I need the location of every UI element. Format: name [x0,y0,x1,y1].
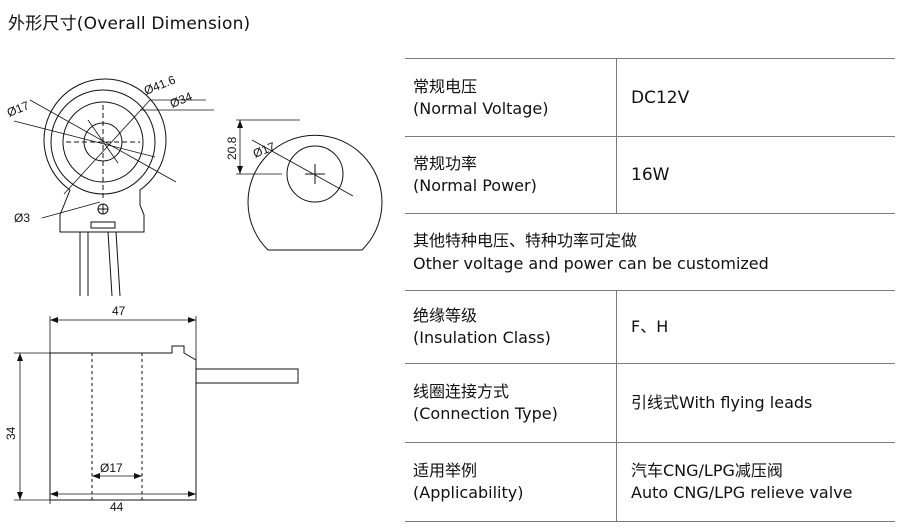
spec-label-cn: 常规电压 [413,76,478,96]
custom-note-en: Other voltage and power can be customize… [413,254,769,273]
insulation-class-value: F、H [631,317,669,336]
page-title: 外形尺寸(Overall Dimension) [8,14,251,34]
front-width-bottom-label: 44 [110,500,124,514]
spec-label-cn: 绝缘等级 [413,306,478,325]
front-height-label: 34 [4,426,18,440]
spec-row-insulation-class: 绝缘等级 (Insulation Class) F、H [405,290,895,363]
spec-value: 引线式With flying leads [617,364,895,442]
applicability-value-cn: 汽车CNG/LPG减压阀 [631,461,783,480]
spec-label: 常规功率 (Normal Power) [405,137,617,213]
spec-label-en: (Normal Power) [413,176,537,195]
side-height-label: 20.8 [225,136,239,160]
spec-label-en: (Connection Type) [413,404,558,423]
coil-front-view [14,316,299,504]
spec-table: 常规电压 (Normal Voltage) DC12V 常规功率 (Normal… [405,58,895,522]
spec-label-en: (Applicability) [413,483,524,502]
spec-row-custom-note: 其他特种电压、特种功率可定做 Other voltage and power c… [405,213,895,290]
top-screw-diameter-label: Ø3 [14,211,30,225]
spec-label-cn: 常规功率 [413,154,478,173]
spec-label-en: (Normal Voltage) [413,98,549,118]
normal-voltage-value: DC12V [631,87,690,108]
spec-label: 常规电压 (Normal Voltage) [405,59,617,136]
spec-label-cn: 线圈连接方式 [413,382,510,401]
front-hole-diameter-label: Ø17 [100,461,123,475]
top-hole-diameter-label: Ø17 [5,98,32,120]
spec-row-connection-type: 线圈连接方式 (Connection Type) 引线式With flying … [405,363,895,442]
coil-side-view [236,119,383,251]
spec-label: 线圈连接方式 (Connection Type) [405,364,617,442]
custom-note: 其他特种电压、特种功率可定做 Other voltage and power c… [405,214,769,290]
spec-label-en: (Insulation Class) [413,328,551,347]
applicability-value-en: Auto CNG/LPG relieve valve [631,483,853,502]
front-width-top-label: 47 [112,304,126,318]
spec-label-cn: 适用举例 [413,461,478,480]
spec-row-applicability: 适用举例 (Applicability) 汽车CNG/LPG减压阀 Auto C… [405,442,895,522]
side-hole-diameter-label: Ø17 [251,139,278,161]
spec-row-normal-power: 常规功率 (Normal Power) 16W [405,136,895,213]
custom-note-cn: 其他特种电压、特种功率可定做 [413,231,638,250]
spec-label: 适用举例 (Applicability) [405,443,617,521]
spec-label: 绝缘等级 (Insulation Class) [405,291,617,363]
top-ring-diameter-label: Ø41.6 [142,72,178,97]
connection-type-value: 引线式With flying leads [631,393,813,412]
normal-power-value: 16W [631,165,670,185]
spec-value: 16W [617,137,895,213]
spec-value: F、H [617,291,895,363]
spec-value: 汽车CNG/LPG减压阀 Auto CNG/LPG relieve valve [617,443,895,521]
dimension-drawing: Ø17 Ø41.6 Ø34 Ø3 Ø17 20.8 47 34 Ø17 44 [4,72,383,514]
coil-top-view [13,78,214,297]
spec-value: DC12V [617,59,895,136]
spec-row-normal-voltage: 常规电压 (Normal Voltage) DC12V [405,58,895,136]
top-outer-diameter-label: Ø34 [168,89,195,111]
